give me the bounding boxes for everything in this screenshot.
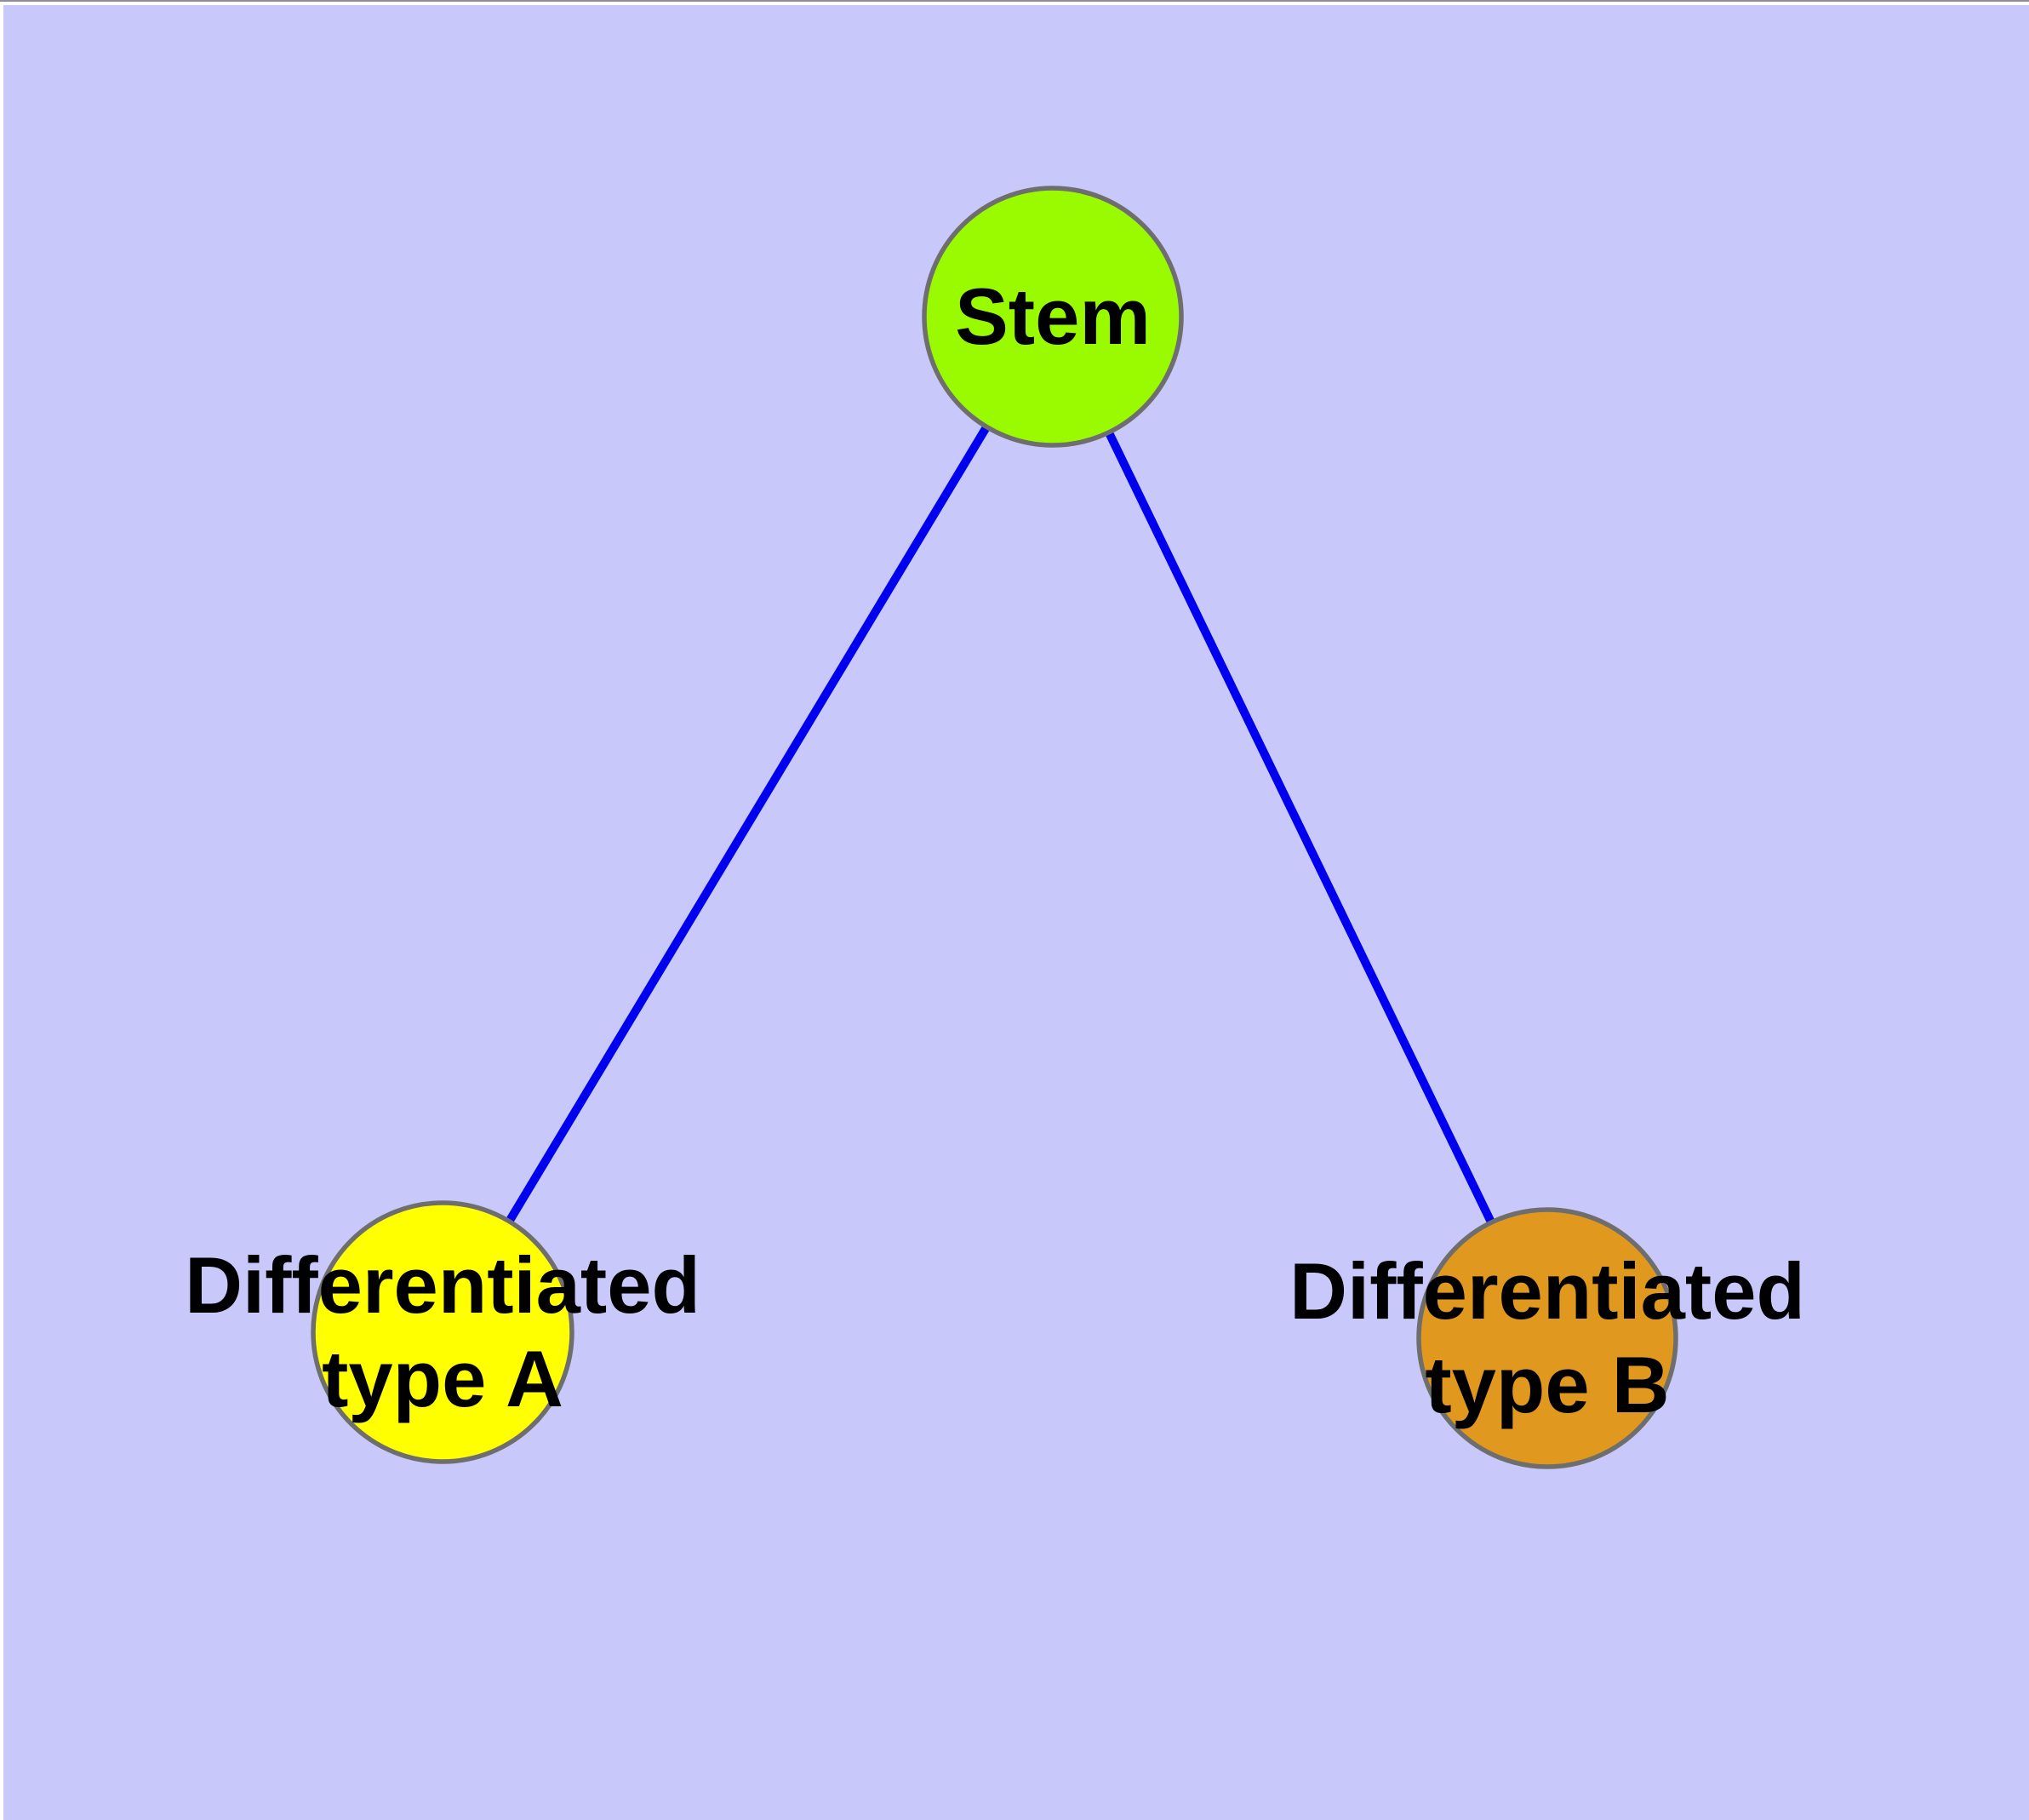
- node-type-a: [311, 1200, 574, 1464]
- node-type-b: [1416, 1207, 1678, 1469]
- edge-stem-to-type-a: [438, 314, 1057, 1335]
- edge-stem-to-type-b: [1049, 314, 1552, 1341]
- node-stem: [922, 186, 1184, 448]
